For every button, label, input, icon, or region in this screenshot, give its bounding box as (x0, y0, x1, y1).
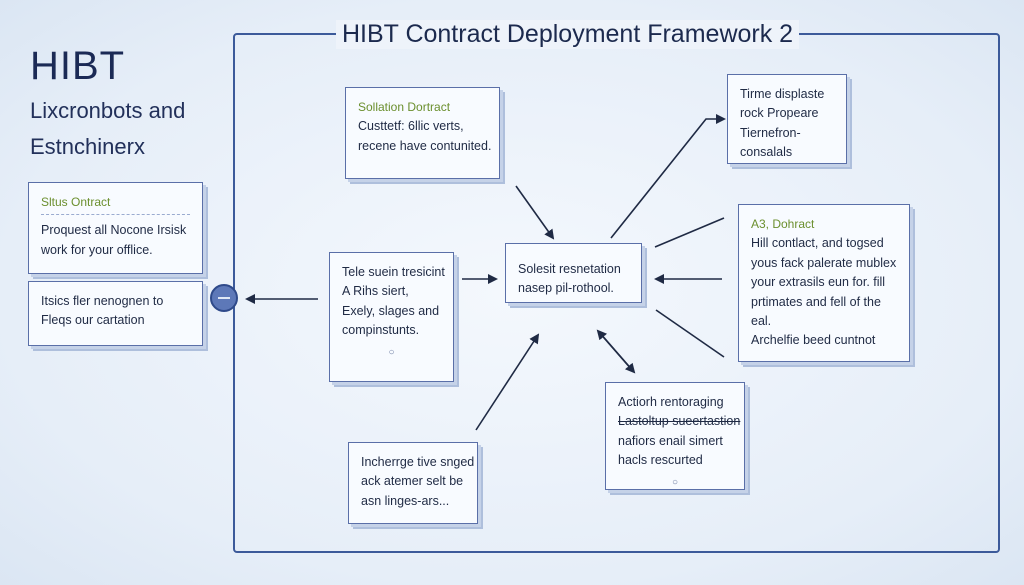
card-bottom-center: Incherrge tive snged ack atemer selt be … (348, 442, 483, 529)
card-header: Sollation Dortract (358, 100, 451, 114)
framework-title: HIBT Contract Deployment Framework 2 (336, 20, 800, 49)
card-line: Exely, slages and (342, 303, 440, 318)
card-line: prtimates and fell of the (751, 294, 881, 309)
connector-node-icon (210, 284, 238, 312)
card-line: compinstunts. (342, 323, 420, 338)
arrow-bottom-to-center (475, 333, 540, 431)
card-line: your extrasils eun for. fill (751, 275, 886, 290)
side-title: HIBT (30, 44, 126, 88)
card-line: hacls rescurted (618, 453, 703, 468)
card-line: Lastoltup sueertastion (618, 414, 741, 429)
card-a3-contract: A3, Dohract Hill contlact, and togsed yo… (738, 204, 915, 367)
card-header: A3, Dohract (751, 217, 815, 231)
arrow-center-to-right-c (655, 309, 725, 358)
card-line: Hill contlact, and togsed (751, 236, 884, 251)
side-subtitle-line-2: Estnchinerx (30, 134, 145, 159)
card-line: yous fack palerate mublex (751, 255, 897, 270)
card-mid-left: Tele suein tresicint A Rihs siert, Exely… (329, 252, 459, 387)
card-line: rock Propeare (740, 106, 819, 121)
card-line: Incherrge tive snged (361, 455, 475, 469)
card-line: ack atemer selt be (361, 474, 464, 489)
card-status-contract: Sltus Ontract Proquest all Nocone Irsisk… (28, 182, 208, 279)
card-line: Fleqs our cartation (41, 313, 145, 328)
card-bottom-right: Actiorh rentoraging Lastoltup sueertasti… (605, 382, 750, 495)
card-line: asn linges-ars... (361, 493, 450, 508)
card-line: Custtetf: 6llic verts, (358, 119, 464, 134)
card-line: Tiernefron- (740, 125, 801, 140)
card-line: Proquest all Nocone Irsisk (41, 223, 187, 238)
circle-icon: ○ (671, 476, 679, 488)
arrow-center-to-top-right (610, 114, 726, 239)
card-line: nasep pil-rothool. (518, 281, 614, 296)
divider (41, 214, 190, 216)
card-line: Actiorh rentoraging (618, 395, 724, 409)
card-line: Tirme displaste (740, 87, 825, 101)
card-top-right: Tirme displaste rock Propeare Tiernefron… (727, 74, 852, 169)
card-line: nafiors enail simert (618, 433, 723, 448)
card-line: A Rihs siert, (342, 284, 409, 299)
card-line: work for your offlice. (41, 242, 153, 257)
card-line: Archelfie beed cuntnot (751, 333, 876, 348)
card-line: Itsics fler nenognen to (41, 294, 164, 308)
card-line: recene have contunited. (358, 138, 492, 153)
arrow-solation-to-center (515, 185, 555, 240)
circle-icon: ○ (388, 346, 395, 358)
card-solation-contract: Sollation Dortract Custtetf: 6llic verts… (345, 87, 505, 184)
card-line: eal. (751, 313, 772, 328)
card-line: Solesit resnetation (518, 262, 621, 276)
card-center-hub: Solesit resnetation nasep pil-rothool. (505, 243, 647, 308)
card-left-bottom: Itsics fler nenognen to Fleqs our cartat… (28, 281, 208, 351)
card-header: Sltus Ontract (41, 195, 111, 209)
arrow-right-to-center-a (654, 217, 725, 248)
card-line: Tele suein tresicint (342, 265, 445, 279)
arrow-bottom-right-up (596, 329, 633, 371)
card-line: consalals (740, 145, 793, 160)
side-subtitle-line-1: Lixcronbots and (30, 98, 186, 123)
